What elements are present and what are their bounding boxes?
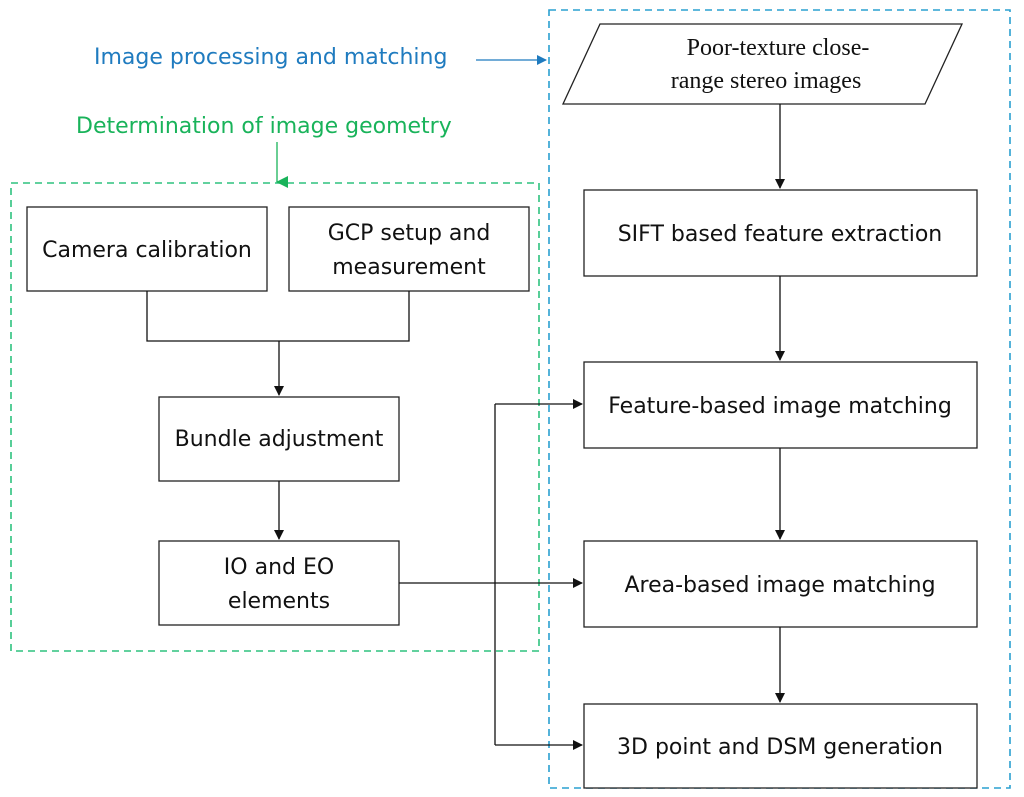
sift-label: SIFT based feature extraction	[618, 222, 943, 247]
dsm-node	[583, 703, 978, 789]
io-eo-line1: IO and EO	[224, 555, 334, 580]
gcp-node	[288, 206, 530, 292]
gcp-line2: measurement	[332, 255, 486, 280]
io-eo-line2: elements	[228, 589, 330, 614]
area-matching-node	[583, 540, 978, 628]
feature-matching-label: Feature-based image matching	[608, 394, 952, 419]
geometry-group-boundary	[10, 182, 540, 652]
input-images-node	[561, 23, 964, 105]
bundle-adjustment-node	[158, 396, 400, 482]
bundle-adjustment-label: Bundle adjustment	[175, 427, 384, 452]
dsm-label: 3D point and DSM generation	[617, 735, 943, 760]
camera-calibration-node	[26, 206, 268, 292]
camera-calibration-label: Camera calibration	[42, 238, 252, 263]
feature-matching-node	[583, 361, 978, 449]
gcp-line1: GCP setup and	[328, 221, 491, 246]
input-images-line1: Poor-texture close-	[687, 35, 870, 61]
image-processing-label: Image processing and matching	[94, 45, 447, 70]
input-images-line2: range stereo images	[671, 68, 862, 94]
area-matching-label: Area-based image matching	[624, 573, 935, 598]
connector-calibration-gcp	[146, 291, 410, 342]
image-geometry-label: Determination of image geometry	[76, 114, 452, 139]
